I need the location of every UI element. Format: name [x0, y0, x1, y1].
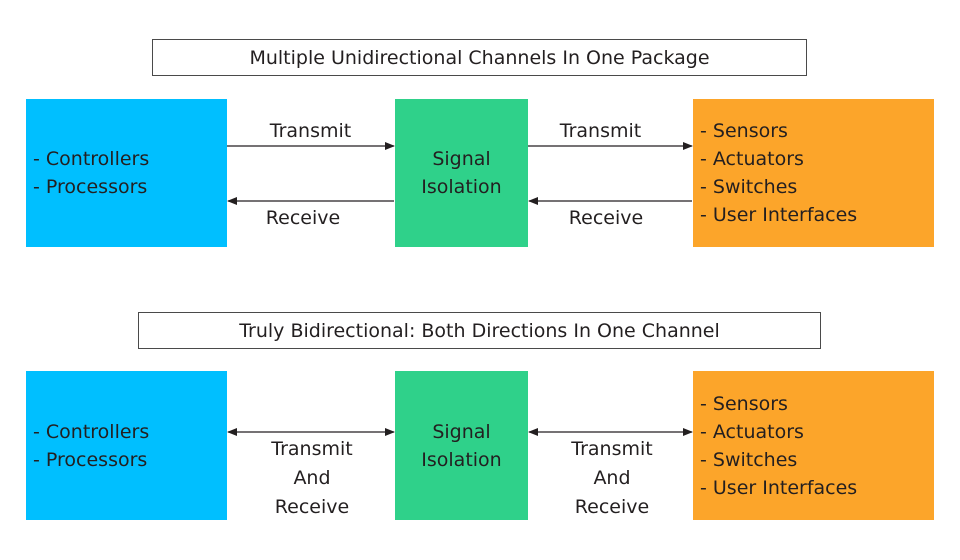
bottom-peripheral-item: - User Interfaces: [700, 476, 858, 499]
bottom-right-label-line: Receive: [574, 496, 650, 518]
top-isolation-line: Isolation: [421, 176, 502, 198]
bottom-peripheral-item: - Sensors: [700, 392, 788, 415]
bottom-peripheral-item: - Switches: [700, 448, 798, 471]
bottom-right-link-label: Transmit And Receive: [528, 435, 696, 522]
top-right-receive-label: Receive: [568, 207, 644, 229]
bottom-right-label-line: Transmit: [571, 438, 653, 460]
top-peripheral-item: - Actuators: [700, 148, 804, 170]
top-right-transmit-label: Transmit: [559, 120, 642, 142]
top-peripheral-item: - Switches: [700, 176, 798, 198]
top-title-text: Multiple Unidirectional Channels In One …: [249, 46, 710, 69]
top-left-receive-label: Receive: [265, 207, 341, 229]
bottom-left-label-line: Transmit: [271, 438, 353, 460]
bottom-isolation-line: Isolation: [421, 448, 502, 471]
top-peripheral-item: - Sensors: [700, 120, 788, 142]
top-isolation-line: Signal: [432, 148, 491, 170]
bottom-left-link-label: Transmit And Receive: [227, 435, 397, 522]
bottom-isolation-block: Signal Isolation: [395, 371, 528, 520]
bottom-title: Truly Bidirectional: Both Directions In …: [138, 312, 821, 349]
top-host-item: - Processors: [33, 176, 148, 198]
top-host-block: - Controllers - Processors: [26, 99, 227, 247]
bottom-host-block: - Controllers - Processors: [26, 371, 227, 520]
bottom-right-label-line: And: [593, 467, 631, 489]
bottom-isolation-line: Signal: [432, 420, 491, 443]
bottom-peripheral-block: - Sensors - Actuators - Switches - User …: [693, 371, 934, 520]
top-host-item: - Controllers: [33, 148, 150, 170]
bottom-left-label-line: And: [293, 467, 331, 489]
top-peripheral-block: - Sensors - Actuators - Switches - User …: [693, 99, 934, 247]
top-isolation-block: Signal Isolation: [395, 99, 528, 247]
bottom-host-item: - Controllers: [33, 420, 150, 443]
top-title: Multiple Unidirectional Channels In One …: [152, 39, 807, 76]
bottom-title-text: Truly Bidirectional: Both Directions In …: [239, 319, 720, 342]
top-peripheral-item: - User Interfaces: [700, 204, 858, 226]
top-left-transmit-label: Transmit: [269, 120, 352, 142]
bottom-peripheral-item: - Actuators: [700, 420, 804, 443]
bottom-host-item: - Processors: [33, 448, 148, 471]
bottom-left-label-line: Receive: [274, 496, 350, 518]
